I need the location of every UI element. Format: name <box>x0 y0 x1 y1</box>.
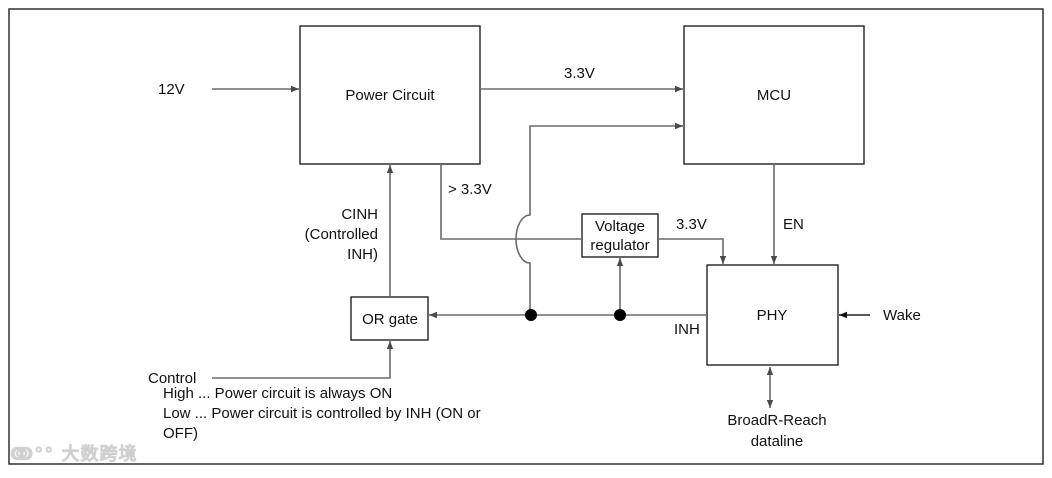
label-cinh-line1: CINH <box>341 206 378 223</box>
or-gate-label: OR gate <box>362 311 418 328</box>
label-dataline-line1: BroadR-Reach <box>727 412 826 429</box>
watermark: ↂ°° 大数跨境 <box>10 440 137 466</box>
power-circuit-block: Power Circuit <box>299 25 481 165</box>
label-cinh-line3: INH) <box>347 246 378 263</box>
or-gate-block: OR gate <box>350 296 429 341</box>
phy-label: PHY <box>757 307 788 324</box>
wire-high-voltage-to-regulator <box>440 164 582 240</box>
label-control: Control <box>148 370 196 387</box>
label-en: EN <box>783 216 804 233</box>
watermark-text: 大数跨境 <box>61 444 138 465</box>
diagram-frame <box>8 8 1044 465</box>
power-circuit-label: Power Circuit <box>345 87 435 104</box>
note-control-low: Low ... Power circuit is controlled by I… <box>163 405 481 422</box>
voltage-regulator-block: Voltage regulator <box>581 213 659 258</box>
note-control-low-cont: OFF) <box>163 425 198 442</box>
note-control-high: High ... Power circuit is always ON <box>163 385 392 402</box>
wire-regulator-to-phy <box>658 238 727 264</box>
label-regulator-3v3: 3.3V <box>676 216 707 233</box>
label-3v3-mcu: 3.3V <box>564 65 595 82</box>
label-wake: Wake <box>883 307 921 324</box>
mcu-block: MCU <box>683 25 865 165</box>
phy-block: PHY <box>706 264 839 366</box>
label-inh: INH <box>674 321 700 338</box>
voltage-regulator-label-line2: regulator <box>590 237 649 254</box>
voltage-regulator-label-line1: Voltage <box>595 218 645 235</box>
label-cinh-line2: (Controlled <box>305 226 378 243</box>
label-gt-3v3: > 3.3V <box>448 181 492 198</box>
mcu-label: MCU <box>757 87 791 104</box>
label-dataline-line2: dataline <box>751 433 804 450</box>
wire-inh-to-mcu <box>515 122 683 314</box>
junction-dot-right <box>614 309 626 321</box>
watermark-logo-icon: ↂ°° <box>10 444 55 465</box>
junction-dot-left <box>525 309 537 321</box>
label-12v: 12V <box>158 81 185 98</box>
wire-control <box>212 341 394 379</box>
